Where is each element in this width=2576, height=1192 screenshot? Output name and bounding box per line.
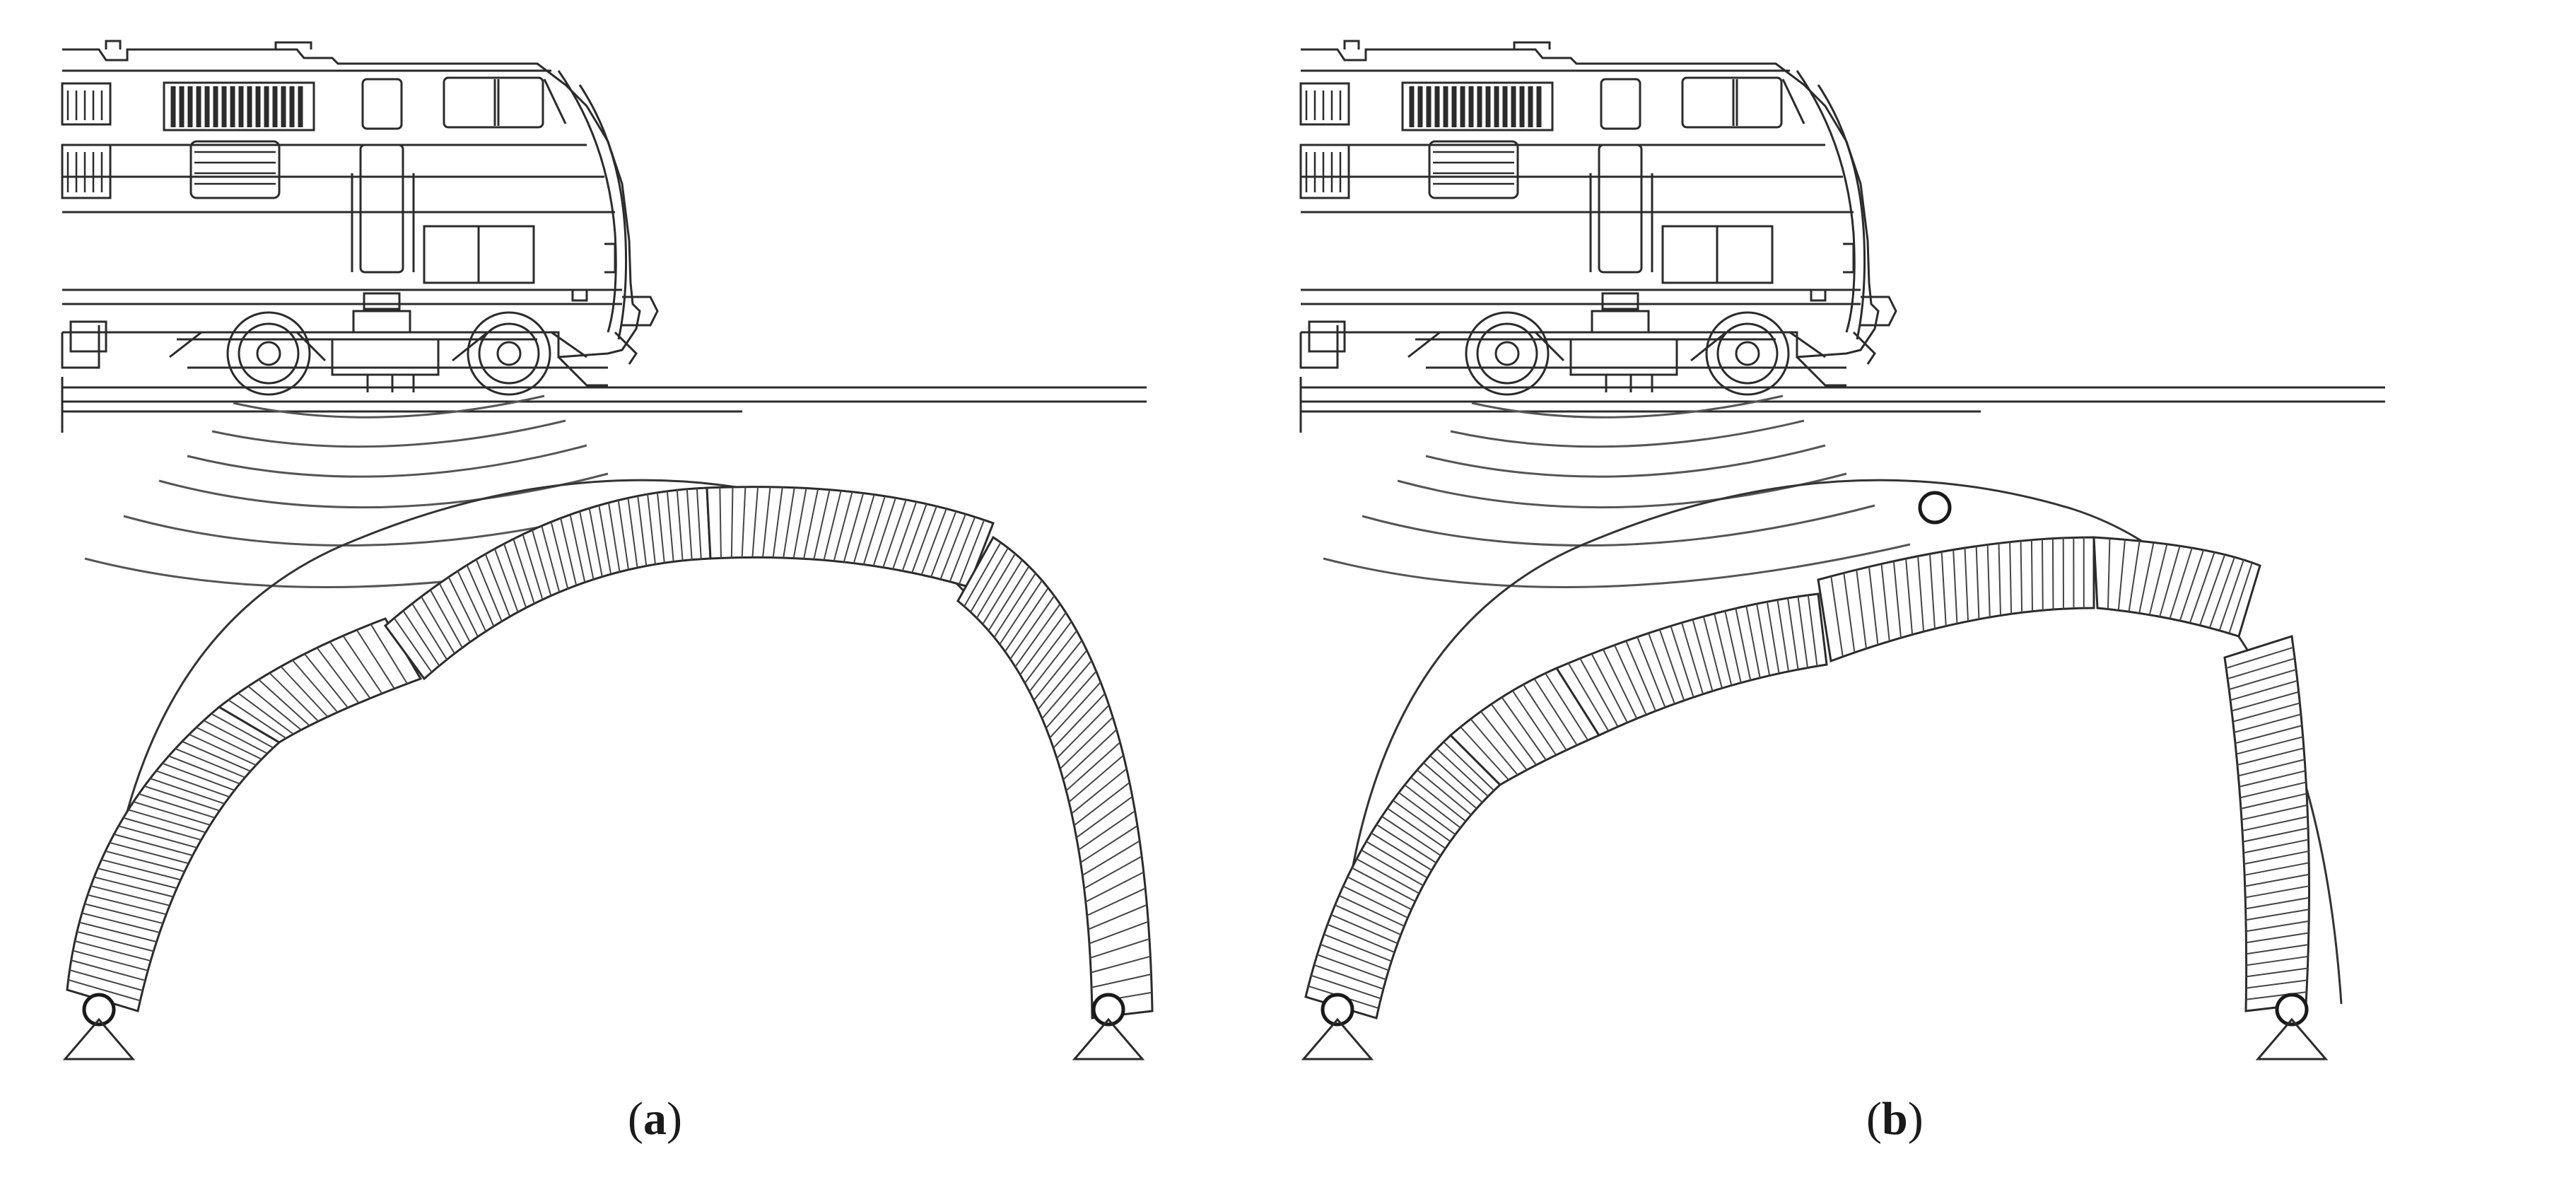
- crown-hinge-b: [1918, 491, 1952, 525]
- arch-hatch-b: [1308, 537, 2309, 1010]
- arch-hatch-a: [68, 486, 1152, 1004]
- caption-a: (a): [628, 1093, 682, 1145]
- panel-a-drawing: [62, 41, 1154, 1059]
- locomotive-b: [1301, 41, 2385, 433]
- deformed-arch-b: [1304, 536, 2310, 1019]
- locomotive-a: [62, 41, 1147, 433]
- vibration-waves-b: [1323, 395, 1911, 588]
- panel-b-drawing: [1301, 41, 2385, 1059]
- caption-b: (b): [1866, 1093, 1924, 1145]
